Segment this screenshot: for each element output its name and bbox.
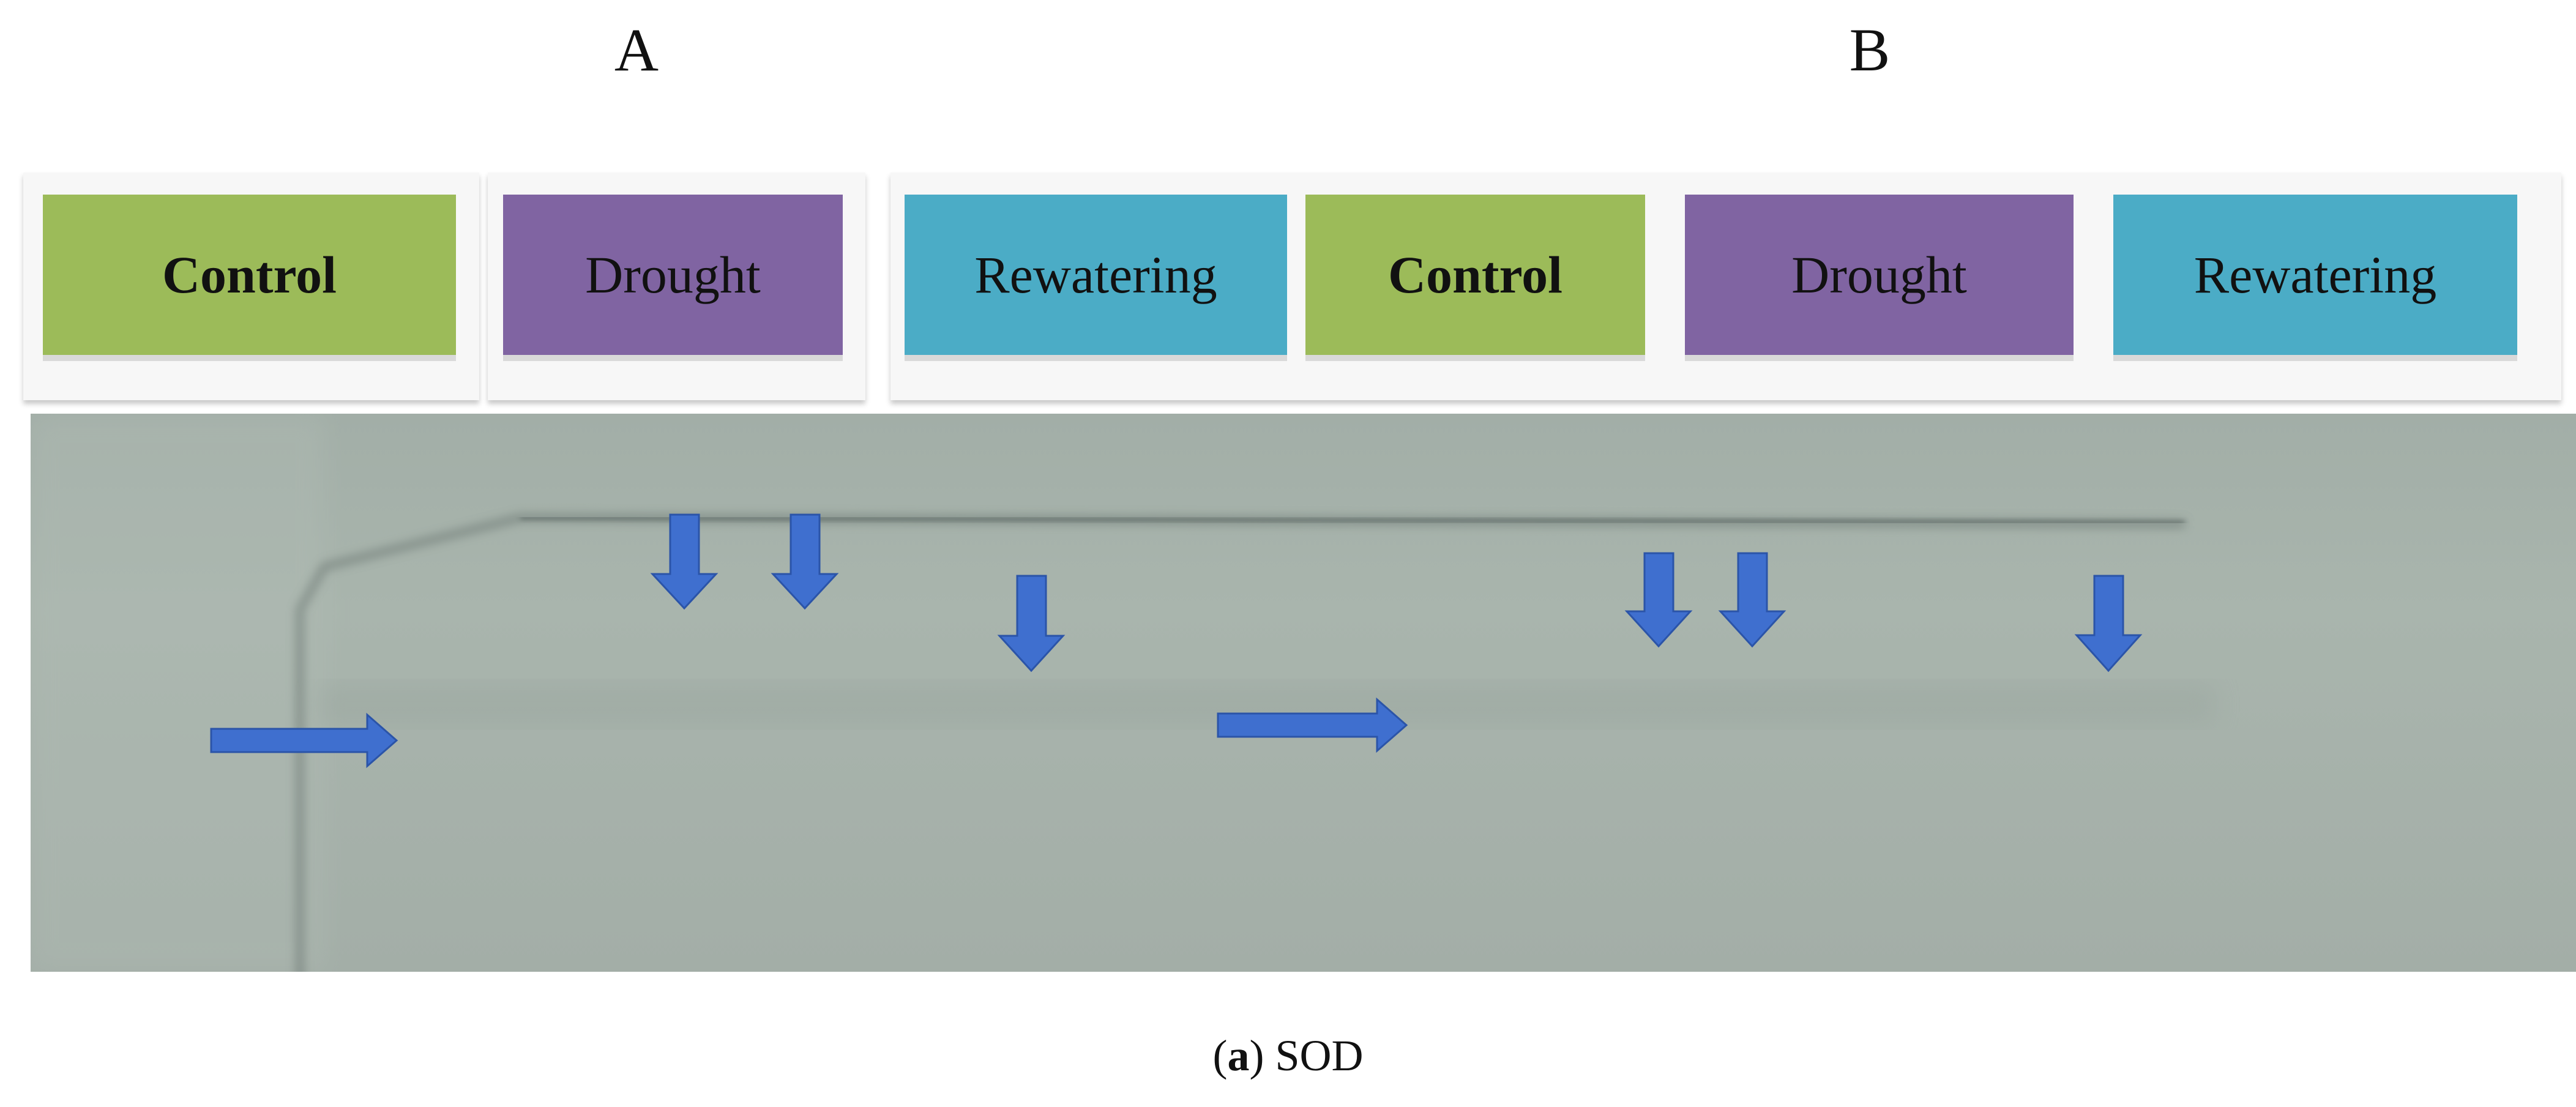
down-arrow-icon: [2074, 575, 2143, 673]
panel-label-b: B: [1849, 16, 1891, 84]
gel-photo: [31, 414, 2216, 972]
panel-label-a: A: [614, 16, 659, 84]
caption-text: SOD: [1275, 1031, 1364, 1080]
lane-label-drought-a: Drought: [503, 195, 843, 355]
down-arrow-icon: [1624, 552, 1693, 648]
gel-image: [31, 414, 2576, 972]
down-arrow-icon: [771, 513, 839, 610]
down-arrow-icon: [650, 513, 719, 610]
down-arrow-icon: [1718, 552, 1786, 648]
lane-label-drought-b: Drought: [1685, 195, 2074, 355]
down-arrow-icon: [997, 575, 1066, 673]
lane-label-control-b: Control: [1305, 195, 1645, 355]
right-arrow-icon: [1217, 697, 1408, 753]
lane-label-rewatering-a: Rewatering: [905, 195, 1287, 355]
figure-caption: (a) SOD: [1212, 1031, 1364, 1080]
right-arrow-icon: [210, 712, 398, 769]
lane-label-control-a: Control: [43, 195, 456, 355]
caption-letter: a: [1227, 1031, 1250, 1080]
lane-label-rewatering-b: Rewatering: [2113, 195, 2517, 355]
gel-lighter-region: [31, 414, 324, 972]
gel-edge: [296, 513, 2186, 972]
